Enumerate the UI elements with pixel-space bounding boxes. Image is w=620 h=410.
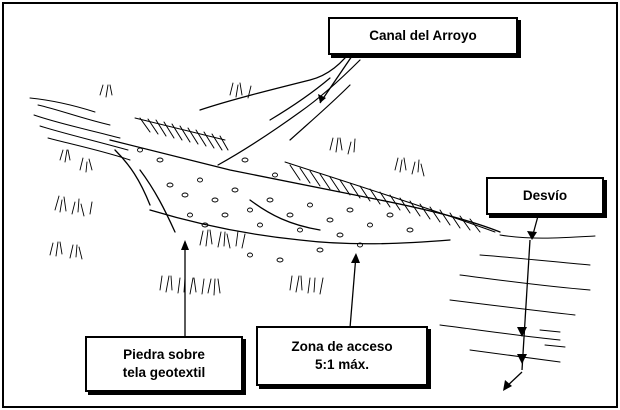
callout-canal-text: Canal del Arroyo [369,27,477,43]
callout-desvio: Desvío [486,177,604,215]
callout-zona-line-2: 5:1 máx. [314,357,370,372]
embankment-hatch-right [284,161,496,233]
callout-zona-de-acceso: Zona de acceso 5:1 máx. [256,326,428,386]
arrowhead-piedra [181,240,189,250]
callout-desvio-text: Desvío [522,187,568,203]
arrowhead-canal [318,94,326,103]
embankment-hatch-left [134,117,229,151]
arrowhead-flow-3 [503,380,512,391]
stone-pebbles [137,147,414,263]
stream-channel-upper [199,44,361,166]
callout-canal-del-arroyo: Canal del Arroyo [328,17,518,55]
diversion-flow-line [521,239,531,371]
arrowhead-flow-1 [517,327,527,337]
right-slope-lines [439,234,596,363]
callout-piedra-sobre-tela-geotextil: Piedra sobre tela geotextil [85,336,243,392]
callout-piedra-line-2: tela geotextil [122,365,206,380]
grass-tufts [49,82,425,296]
leader-canal [319,55,353,104]
crossing-edges [109,139,501,245]
callout-piedra-line-1: Piedra sobre [123,346,205,362]
arrowhead-zona [351,253,360,263]
arrowhead-flow-2 [517,354,527,364]
arrowhead-desvio [527,231,537,240]
leader-zona [349,254,357,329]
callout-zona-line-1: Zona de acceso [291,338,393,354]
